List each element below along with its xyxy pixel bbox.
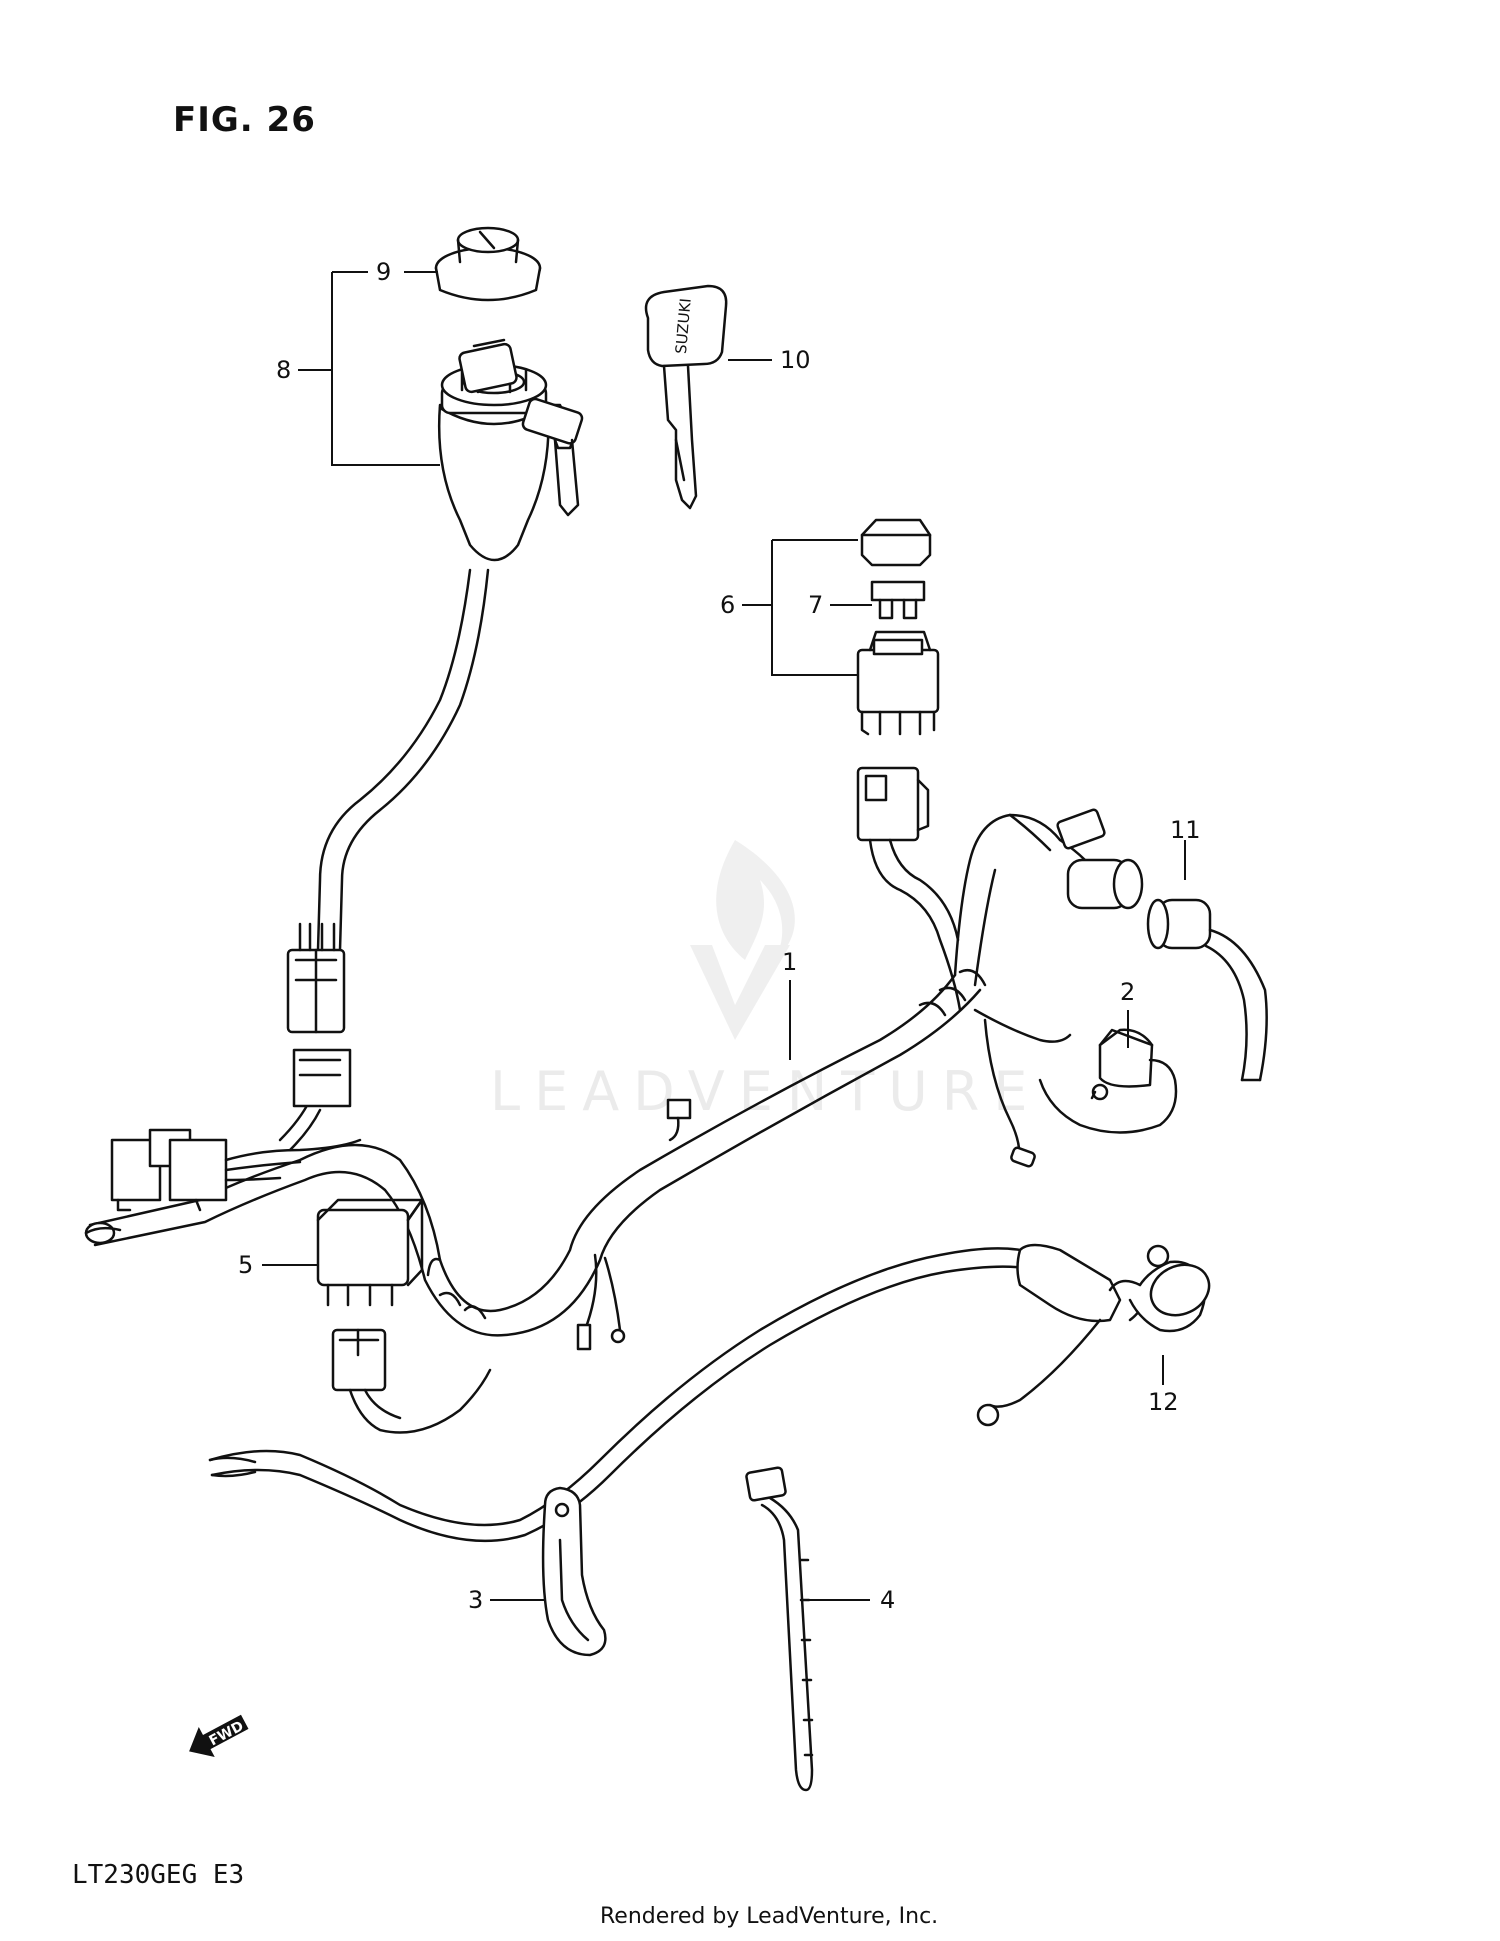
socket-connector-part: [1056, 808, 1268, 1082]
callout-label: 3: [468, 1586, 483, 1614]
relay-part: [316, 1198, 424, 1307]
ignition-switch-part: [316, 338, 584, 952]
rubber-cap-part: [434, 226, 542, 302]
forward-direction-arrow: FWD: [189, 1714, 249, 1758]
ignition-key-part: SUZUKI: [644, 284, 728, 510]
callout-label: 7: [808, 591, 823, 619]
fuse-part: [870, 580, 926, 620]
lower-cable-part: [208, 1243, 1211, 1543]
callout-label: 11: [1170, 816, 1201, 844]
callout-label: 10: [780, 346, 811, 374]
callout-label: 5: [238, 1251, 253, 1279]
cable-clamp-part: [541, 1486, 607, 1657]
key-stamp-text: SUZUKI: [672, 297, 695, 354]
wiring-harness-part: [88, 813, 1072, 1351]
callout-leaders: [262, 271, 1186, 1601]
callout-label: 4: [880, 1586, 895, 1614]
footer-credit: Rendered by LeadVenture, Inc.: [600, 1904, 939, 1929]
cable-tie-part: [745, 1466, 814, 1792]
callout-label: 1: [782, 948, 797, 976]
callout-label: 2: [1120, 978, 1135, 1006]
callout-label: 6: [720, 591, 735, 619]
callout-label: 12: [1148, 1388, 1179, 1416]
callout-label: 8: [276, 356, 291, 384]
watermark: LEADVENTURE: [490, 840, 1041, 1123]
fuse-connector-part: [856, 766, 962, 1012]
callout-label: 9: [376, 258, 391, 286]
figure-title: FIG. 26: [173, 100, 316, 140]
main-connector-cluster: [84, 922, 362, 1245]
module-unit-part: [1038, 1028, 1178, 1134]
fuse-cover-part: [860, 518, 932, 567]
model-code: LT230GEG E3: [72, 1860, 245, 1890]
fuse-holder-part: [856, 630, 940, 736]
watermark-v-icon: [690, 945, 790, 1040]
watermark-text: LEADVENTURE: [490, 1060, 1041, 1123]
watermark-flame-icon: [716, 840, 795, 960]
relay-connector-part: [331, 1328, 492, 1434]
